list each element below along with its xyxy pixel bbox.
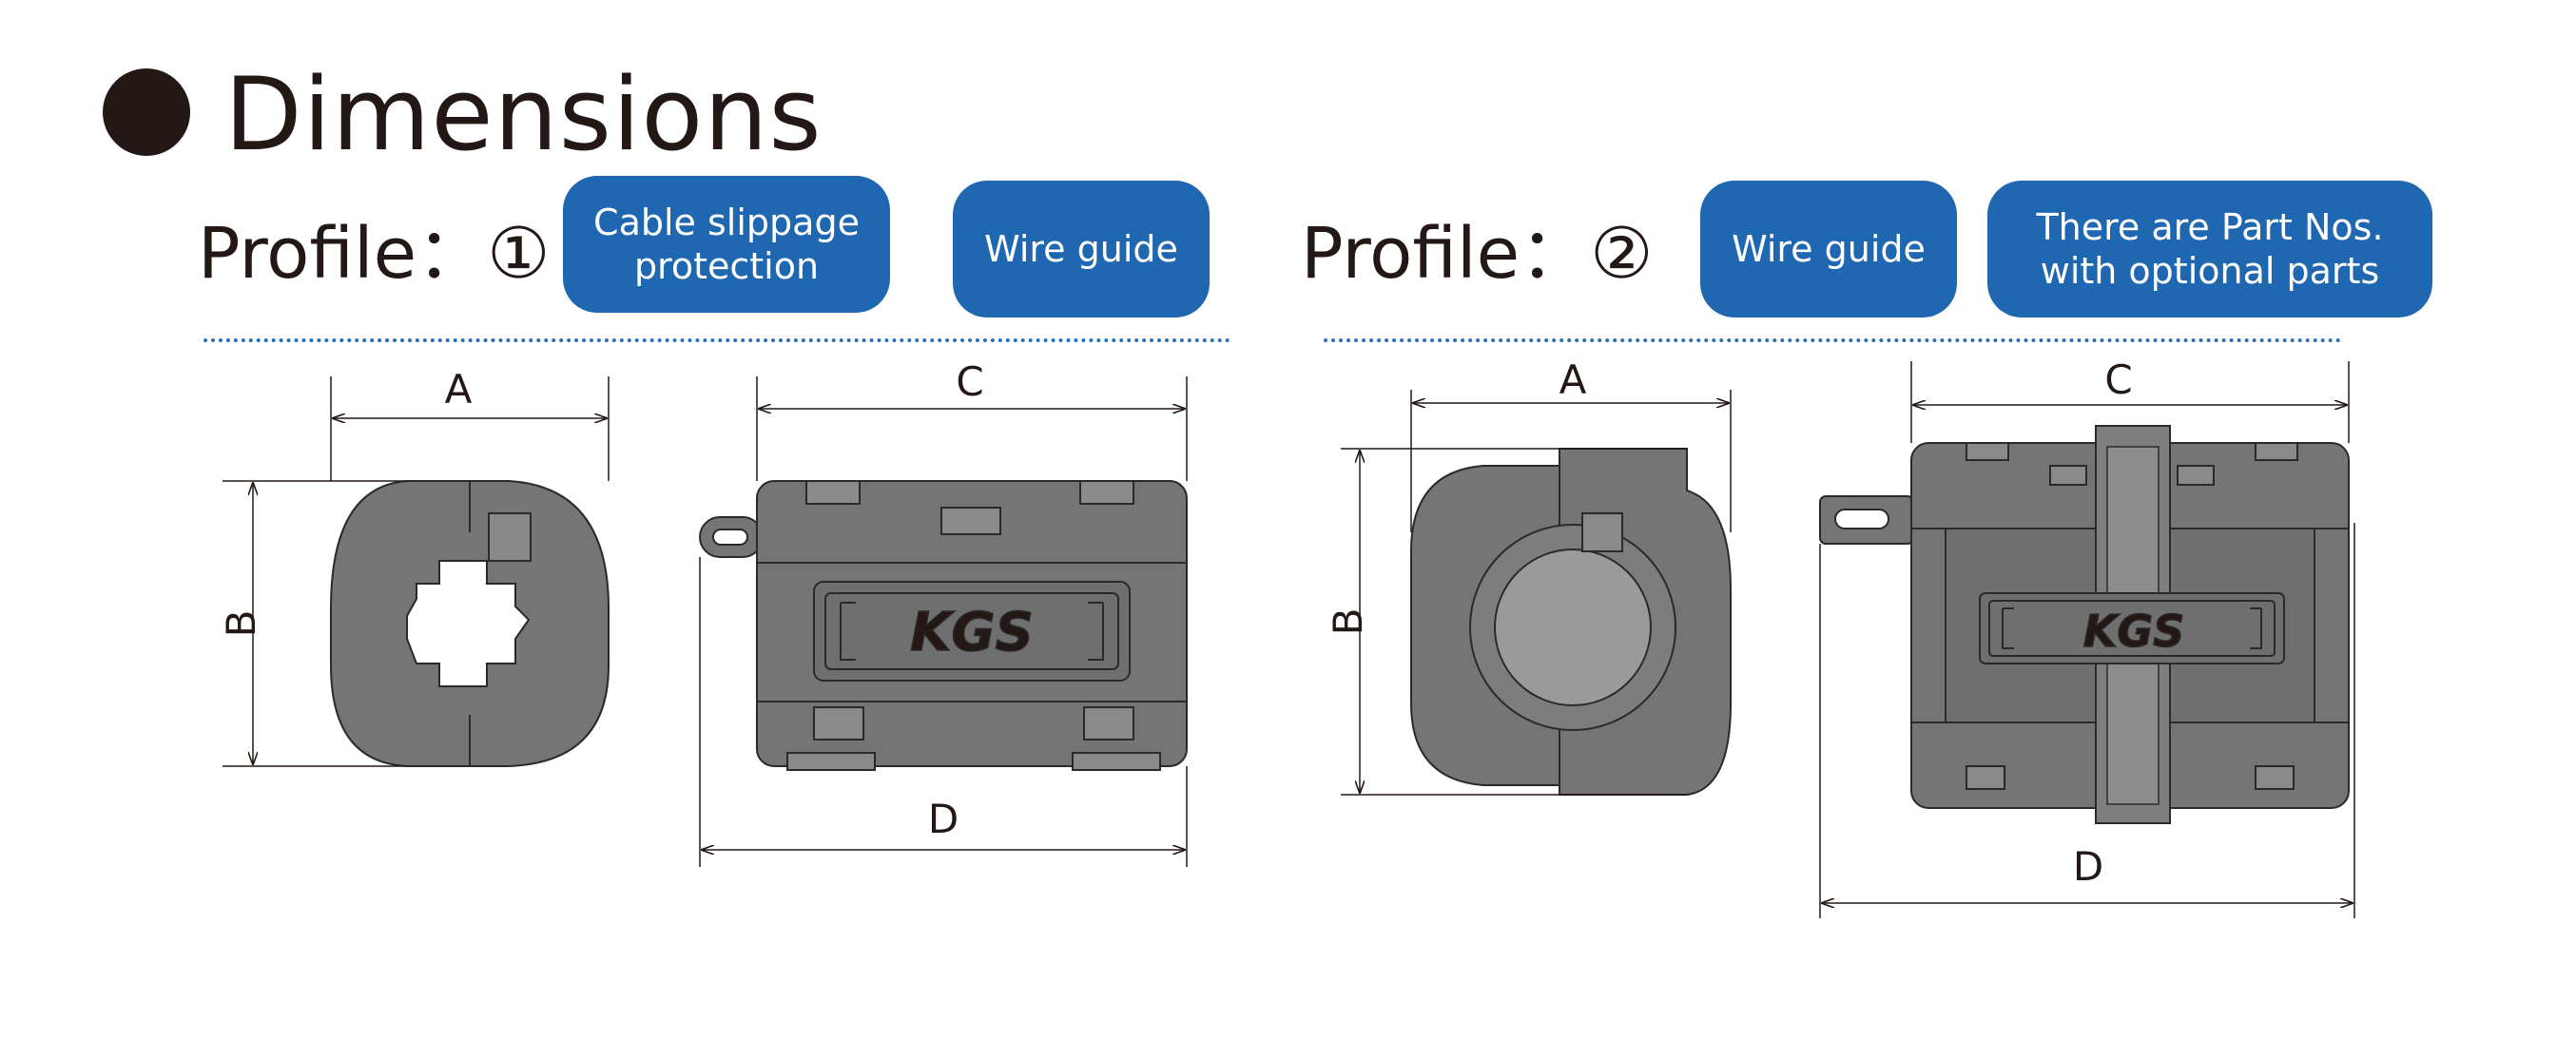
profile-2-label: Profile：② <box>1301 213 1654 295</box>
profile-1-label: Profile：① <box>198 213 551 295</box>
divider-profile-1 <box>203 338 1230 342</box>
profile-2-dim-c-label: C <box>2104 356 2132 403</box>
profile-2-kgs-logo: KGS <box>2083 606 2185 657</box>
profile-1-dim-c-label: C <box>956 358 983 405</box>
badge-wire-guide-2: Wire guide <box>1700 181 1957 317</box>
profile-1-dim-d-label: D <box>928 796 959 842</box>
badge-wire-guide-1: Wire guide <box>953 181 1210 317</box>
profile-2-dim-b-label: B <box>1325 608 1371 636</box>
profile-1-dim-a-label: A <box>445 366 473 413</box>
page-title: Dimensions <box>224 56 823 173</box>
profile-1-kgs-logo: KGS <box>910 602 1034 664</box>
profile-1-front-view: A B <box>218 366 610 767</box>
badge-cable-slippage-protection: Cable slippage protection <box>563 176 890 313</box>
profile-2-side-view: KGS C D <box>1819 356 2355 918</box>
divider-profile-2 <box>1324 338 2341 342</box>
badge-optional-parts: There are Part Nos. with optional parts <box>1987 181 2432 317</box>
title-bullet-icon <box>103 68 190 156</box>
profile-1-dim-b-label: B <box>218 610 264 638</box>
profile-2-dim-d-label: D <box>2073 843 2103 890</box>
profile-2-front-view: A B <box>1325 356 1732 796</box>
profile-2-dim-a-label: A <box>1559 356 1587 403</box>
profile-1-side-view: KGS C D <box>699 358 1188 867</box>
